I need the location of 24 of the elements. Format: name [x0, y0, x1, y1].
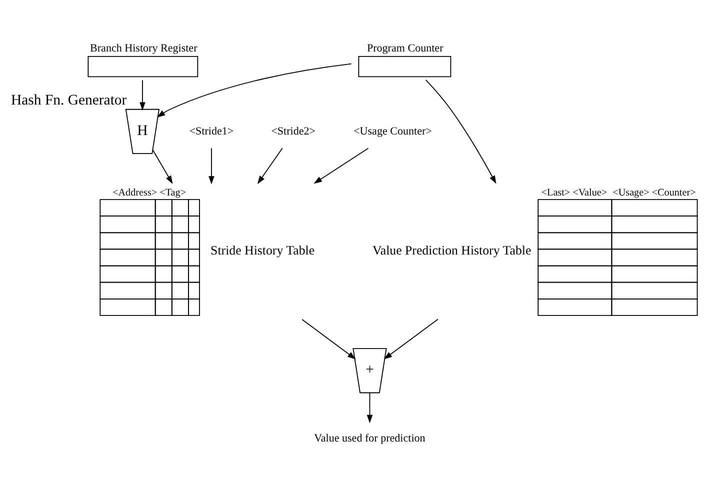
node-label: Branch History Register [90, 42, 198, 54]
arrow [425, 79, 496, 184]
node-text: <Stride1> [189, 124, 234, 137]
node-label: Value Prediction History Table [372, 242, 532, 257]
node-box [88, 56, 198, 77]
node-label: <Address> <Tag> [112, 187, 186, 198]
arrow [314, 147, 369, 184]
node-label: Program Counter [366, 42, 444, 54]
node-text: <Stride2> [271, 124, 316, 137]
node-label: Stride History Table [210, 242, 315, 257]
node-box [358, 56, 452, 77]
node-label: <Usage> <Counter> [612, 187, 696, 198]
node-text: Value used for prediction [314, 432, 426, 444]
arrow [140, 79, 146, 110]
node-label: Hash Fn. Generator [11, 92, 127, 108]
arrow [152, 149, 173, 184]
arrow [302, 318, 356, 359]
node-label: <Last> <Value> [541, 187, 608, 198]
node-text: <Usage Counter> [354, 124, 432, 137]
arrow [208, 147, 214, 184]
arrow [366, 392, 373, 423]
arrow [384, 318, 438, 359]
arrow [257, 147, 283, 184]
arrow [156, 62, 352, 117]
